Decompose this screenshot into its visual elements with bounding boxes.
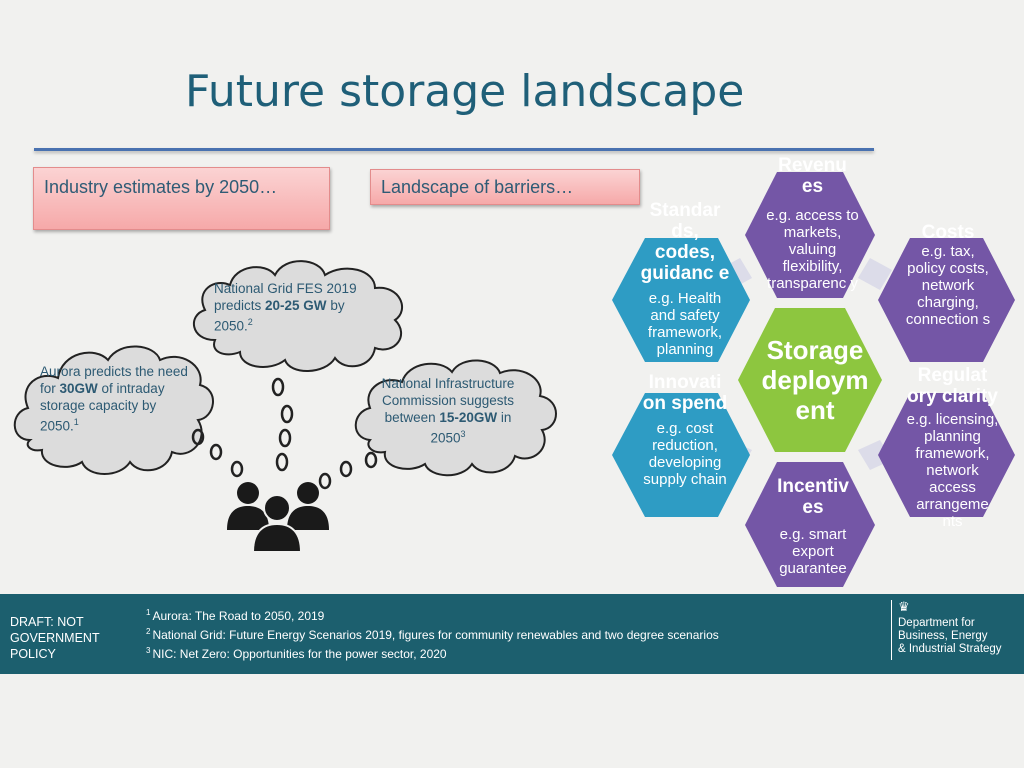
nic-cloud [354, 359, 557, 477]
industry-estimates-box: Industry estimates by 2050… [33, 167, 330, 230]
ref2-text: National Grid: Future Energy Scenarios 2… [152, 628, 719, 642]
ref1-number: 1 [146, 608, 151, 617]
ref1-text: Aurora: The Road to 2050, 2019 [152, 609, 325, 623]
standards-hex-label: Standar ds, codes, guidanc e e.g. Health… [640, 200, 730, 360]
fes-text-bold: 20-25 GW [265, 298, 327, 313]
standards-heading: Standar ds, codes, guidanc e [640, 200, 730, 284]
revenues-heading: Revenu es [778, 155, 847, 197]
revenues-text: e.g. access to markets, valuing flexibil… [766, 207, 859, 292]
government-crest-icon: ♛ [898, 599, 910, 614]
ref3-number: 3 [146, 646, 151, 655]
fes-cloud [192, 260, 404, 372]
costs-hex-label: Costs e.g. tax, policy costs, network ch… [903, 222, 993, 370]
slide-title: Future storage landscape [185, 66, 745, 117]
department-logo: ♛ Department for Business, Energy & Indu… [891, 600, 1002, 660]
regulatory-hex [878, 393, 1015, 517]
nic-cloud-text: National Infrastructure Commission sugge… [368, 375, 528, 447]
nic-text-bold: 15-20GW [439, 410, 498, 425]
costs-hex [878, 238, 1015, 362]
revenues-hex [745, 172, 875, 298]
thought-clouds-graphic [13, 260, 557, 553]
barriers-hex-diagram [612, 172, 1015, 587]
fes-cloud-text: National Grid FES 2019 predicts 20-25 GW… [214, 280, 384, 335]
innovation-text: e.g. cost reduction, developing supply c… [643, 420, 727, 488]
regulatory-hex-label: Regulat ory clarity e.g. licensing, plan… [905, 365, 1000, 580]
aurora-text-bold: 30GW [59, 381, 98, 396]
barriers-box: Landscape of barriers… [370, 169, 640, 205]
innovation-hex-label: Innovati on spend e.g. cost reduction, d… [640, 372, 730, 532]
regulatory-heading: Regulat ory clarity [907, 365, 998, 407]
costs-heading: Costs [921, 222, 975, 243]
fes-ref: 2 [247, 317, 253, 327]
dept-line-2: Business, Energy [898, 630, 988, 642]
aurora-cloud [13, 345, 214, 475]
costs-text: e.g. tax, policy costs, network charging… [905, 243, 991, 328]
center-hex-label: Storage deploym ent [745, 335, 885, 425]
industry-estimates-label: Industry estimates by 2050… [44, 177, 278, 197]
draft-notice: DRAFT: NOT GOVERNMENT POLICY [10, 615, 100, 661]
nic-ref: 3 [460, 429, 466, 439]
title-underline [34, 148, 874, 151]
innovation-heading: Innovati on spend [642, 372, 728, 414]
center-hex [738, 308, 882, 452]
aurora-text-post: of intraday storage capacity by 2050. [40, 381, 165, 434]
standards-hex [612, 238, 750, 362]
incentives-hex-label: Incentiv es e.g. smart export guarantee [768, 476, 858, 586]
aurora-text-pre: Aurora predicts the need for [40, 364, 188, 396]
regulatory-text: e.g. licensing, planning framework, netw… [906, 411, 999, 530]
dept-line-3: & Industrial Strategy [898, 643, 1002, 655]
nic-text-post: in 2050 [430, 410, 512, 446]
revenues-hex-label: Revenu es e.g. access to markets, valuin… [765, 155, 860, 305]
center-hex-heading: Storage deploym ent [761, 335, 869, 425]
aurora-ref: 1 [73, 417, 79, 427]
nic-text-pre: National Infrastructure Commission sugge… [381, 376, 515, 425]
incentives-hex [745, 462, 875, 587]
people-group-icon [227, 482, 329, 553]
dept-line-1: Department for [898, 617, 975, 629]
fes-text-post: by 2050. [214, 298, 345, 334]
incentives-text: e.g. smart export guarantee [779, 526, 847, 577]
fes-text-pre: National Grid FES 2019 predicts [214, 281, 357, 313]
ref3-text: NIC: Net Zero: Opportunities for the pow… [152, 647, 447, 661]
standards-text: e.g. Health and safety framework, planni… [647, 290, 723, 360]
innovation-hex [612, 393, 750, 517]
barriers-label: Landscape of barriers… [381, 177, 574, 197]
ref2-number: 2 [146, 627, 151, 636]
aurora-cloud-text: Aurora predicts the need for 30GW of int… [40, 363, 190, 435]
incentives-heading: Incentiv es [777, 476, 849, 518]
